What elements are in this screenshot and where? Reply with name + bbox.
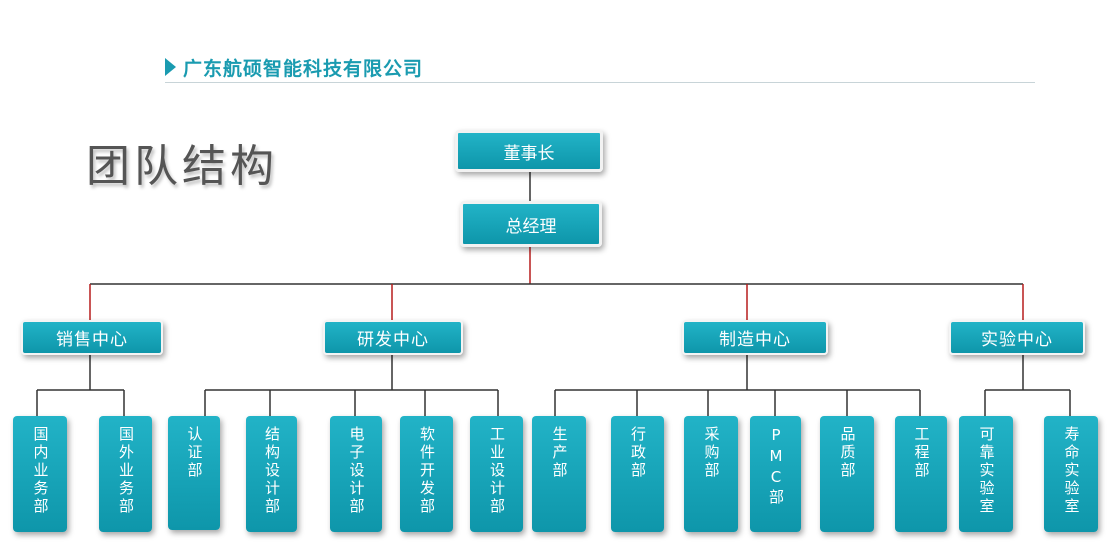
sub-dept-label: 可靠实验室 <box>977 426 996 516</box>
sub-dept-box: 电子设计部 <box>330 416 382 532</box>
sub-dept-box: 采购部 <box>684 416 738 532</box>
sub-dept-label: 认证部 <box>185 426 204 480</box>
sub-dept-box: 国内业务部 <box>13 416 67 532</box>
sub-dept-label: PMC部 <box>767 426 785 507</box>
sub-dept-box: 工程部 <box>895 416 947 532</box>
sub-dept-box: 可靠实验室 <box>959 416 1013 532</box>
sub-dept-label: 工业设计部 <box>488 426 506 516</box>
sub-dept-box: PMC部 <box>750 416 801 532</box>
chairman-node: 董事长 <box>455 130 603 172</box>
company-name: 广东航硕智能科技有限公司 <box>183 58 424 80</box>
sub-dept-box: 软件开发部 <box>400 416 453 532</box>
sub-dept-box: 行政部 <box>611 416 664 532</box>
dept-manufacturing-center: 制造中心 <box>682 320 828 355</box>
sub-dept-label: 电子设计部 <box>347 426 366 516</box>
sub-dept-box: 品质部 <box>820 416 874 532</box>
page-title: 团队结构 <box>86 141 278 192</box>
sub-dept-box: 国外业务部 <box>99 416 152 532</box>
sub-dept-label: 采购部 <box>702 426 721 480</box>
dept-sales-center: 销售中心 <box>21 320 163 355</box>
dept-rd-center: 研发中心 <box>323 320 463 355</box>
sub-dept-box: 寿命实验室 <box>1044 416 1098 532</box>
sub-dept-label: 结构设计部 <box>263 426 281 516</box>
sub-dept-label: 软件开发部 <box>418 426 436 516</box>
sub-dept-box: 认证部 <box>168 416 220 530</box>
sub-dept-box: 工业设计部 <box>470 416 523 532</box>
sub-dept-label: 生产部 <box>550 426 569 480</box>
sub-dept-label: 寿命实验室 <box>1062 426 1081 516</box>
general-manager-node: 总经理 <box>460 201 602 247</box>
sub-dept-box: 结构设计部 <box>246 416 297 532</box>
sub-dept-box: 生产部 <box>532 416 586 532</box>
triangle-bullet-icon <box>165 58 176 76</box>
sub-dept-label: 行政部 <box>629 426 647 480</box>
sub-dept-label: 品质部 <box>838 426 857 480</box>
header-divider <box>165 82 1035 83</box>
sub-dept-label: 国外业务部 <box>117 426 135 516</box>
sub-dept-label: 国内业务部 <box>31 426 50 516</box>
sub-dept-label: 工程部 <box>912 426 931 480</box>
dept-lab-center: 实验中心 <box>949 320 1085 355</box>
header-bar: 广东航硕智能科技有限公司 <box>165 52 1035 83</box>
